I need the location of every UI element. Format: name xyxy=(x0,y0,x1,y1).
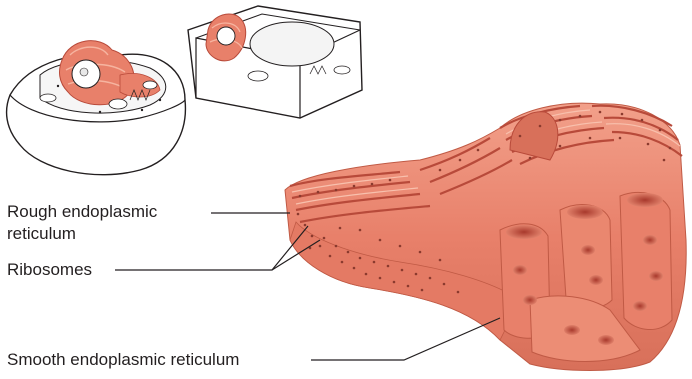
animal-cell-thumbnail xyxy=(7,41,186,175)
plant-cell-thumbnail xyxy=(188,6,362,118)
ribosomes-label: Ribosomes xyxy=(7,260,92,280)
rough-er-label-line2: reticulum xyxy=(7,224,76,244)
rough-er-label-line1: Rough endoplasmic xyxy=(7,202,157,222)
smooth-er-leader xyxy=(311,318,500,360)
ribosomes-leader-a xyxy=(115,226,308,270)
plant-cell-vacuole xyxy=(250,22,334,66)
smooth-er-label: Smooth endoplasmic reticulum xyxy=(7,350,239,370)
er-illustration xyxy=(285,103,686,370)
